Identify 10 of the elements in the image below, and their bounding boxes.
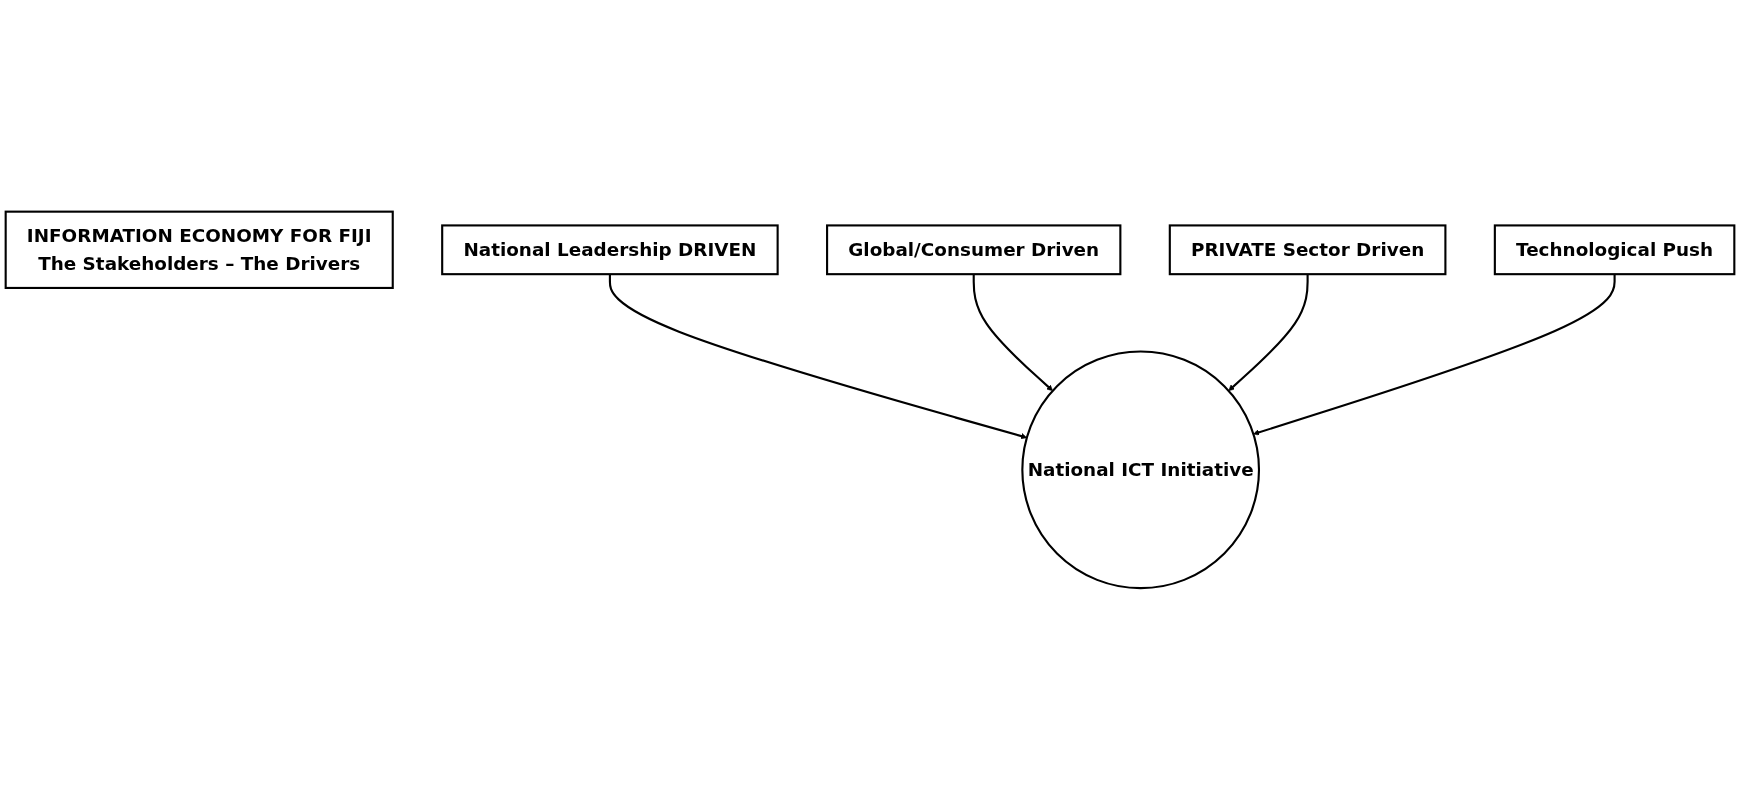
arrow (1253, 273, 1616, 435)
arrow (1228, 273, 1309, 391)
node-circle: National ICT Initiative (1021, 350, 1261, 589)
node-box: National Leadership DRIVEN (441, 223, 779, 275)
arrow (972, 273, 1053, 391)
node-box: Technological Push (1493, 223, 1736, 275)
arrow (608, 273, 1028, 439)
node-box: Global/Consumer Driven (826, 223, 1122, 275)
node-box: PRIVATE Sector Driven (1168, 223, 1447, 275)
node-box: INFORMATION ECONOMY FOR FIJI The Stakeholders – The Drivers (4, 210, 394, 289)
